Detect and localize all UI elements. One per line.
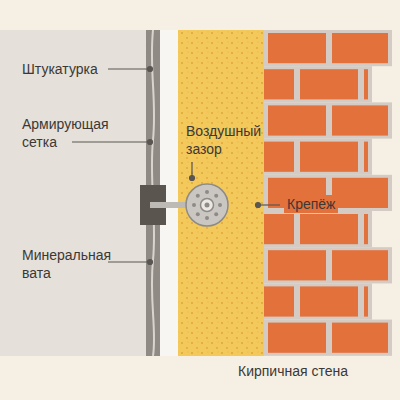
layer-label: Штукатурка (22, 60, 98, 78)
part-label: Крепёж (284, 195, 338, 213)
wool-texture (178, 30, 264, 356)
layer-label: Воздушный зазор (186, 122, 262, 158)
layer-label: Армирующая сетка (22, 115, 132, 151)
plaster-layer (0, 30, 160, 356)
leader-lines (72, 67, 280, 265)
mineral-wool-layer (178, 30, 264, 356)
fastener-washer (186, 184, 228, 226)
layer-label: Кирпичная стена (238, 362, 348, 380)
layer-label: Минеральная вата (22, 246, 132, 282)
